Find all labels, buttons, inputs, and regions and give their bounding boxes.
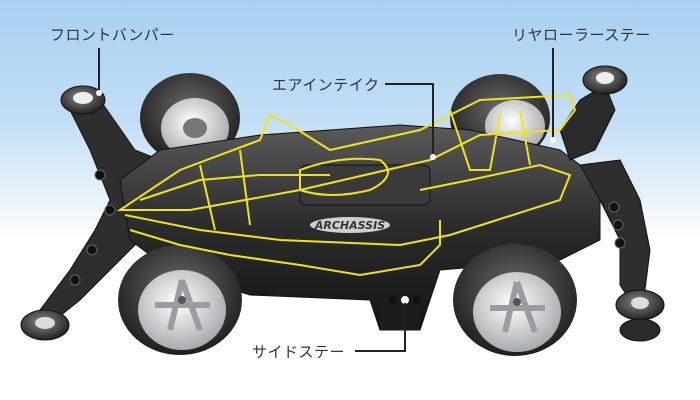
label-front-bumper: フロントバンパー xyxy=(50,26,175,44)
callout-dots xyxy=(96,90,556,303)
leader-air-intake xyxy=(385,83,434,155)
front-roller-bottom xyxy=(20,309,70,341)
rear-roller-stay-part xyxy=(559,65,628,161)
label-rear-roller-stay: リヤローラーステー xyxy=(512,26,651,44)
callout-leaders xyxy=(98,48,554,352)
front-bumper-part xyxy=(39,99,171,321)
front-left-wheel xyxy=(118,245,242,355)
label-side-stay: サイドステー xyxy=(252,343,346,361)
body-outline-overlay xyxy=(116,93,577,277)
front-roller-top xyxy=(60,85,106,115)
chassis-logo: ARCHASSIS xyxy=(314,219,385,232)
leader-side-stay xyxy=(355,300,406,352)
front-right-wheel xyxy=(453,244,577,356)
rear-roller-bottom xyxy=(615,289,665,342)
label-air-intake: エアインテイク xyxy=(272,76,380,94)
